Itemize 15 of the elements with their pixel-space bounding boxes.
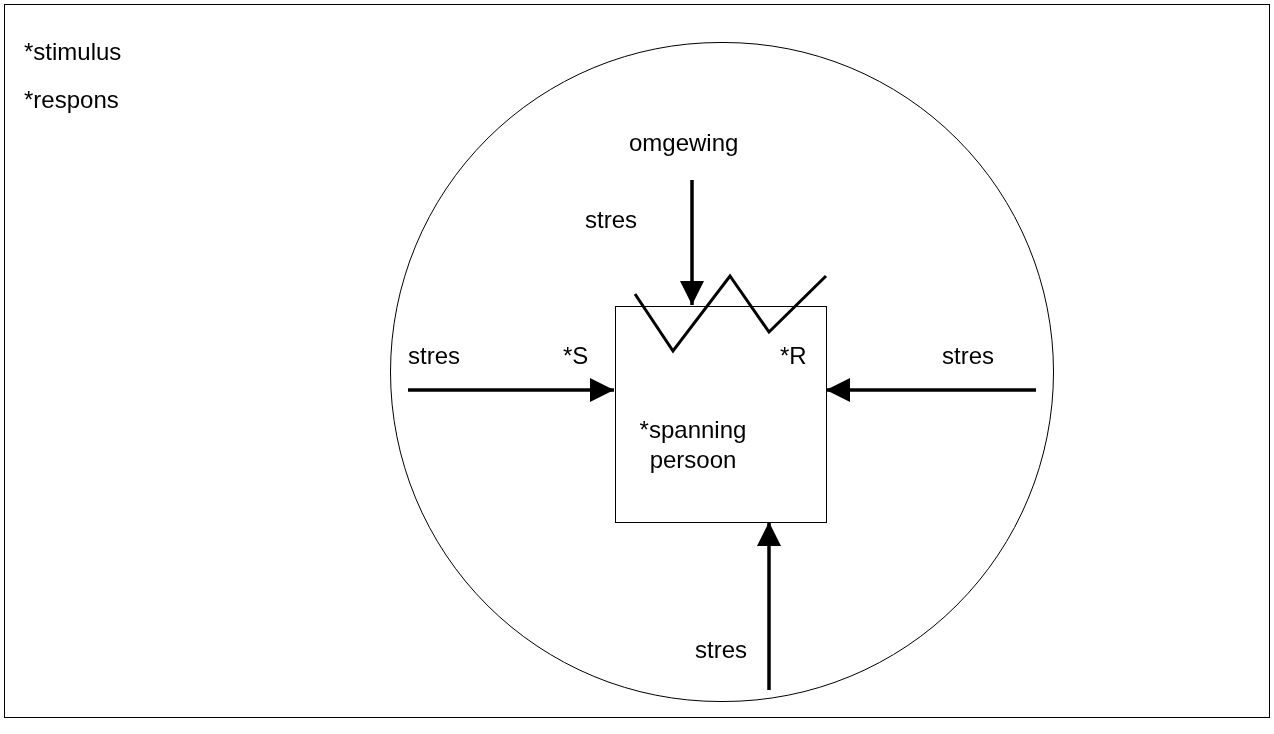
node-text: *spanning persoon [638, 415, 748, 475]
edge-label: stres [695, 636, 747, 664]
term-note: *stimulus [24, 38, 122, 66]
edge-label: stres [585, 206, 637, 234]
response-label: *R [780, 342, 807, 370]
arrow [757, 522, 781, 690]
edge-label: stres [408, 342, 460, 370]
arrow [680, 180, 704, 305]
arrow [408, 378, 614, 402]
stimulus-label: *S [563, 342, 589, 370]
arrow [826, 378, 1036, 402]
person-box [615, 306, 827, 523]
node-text: omgewing [629, 129, 739, 157]
edge-label: stres [942, 342, 994, 370]
term-note: *respons [24, 86, 119, 114]
